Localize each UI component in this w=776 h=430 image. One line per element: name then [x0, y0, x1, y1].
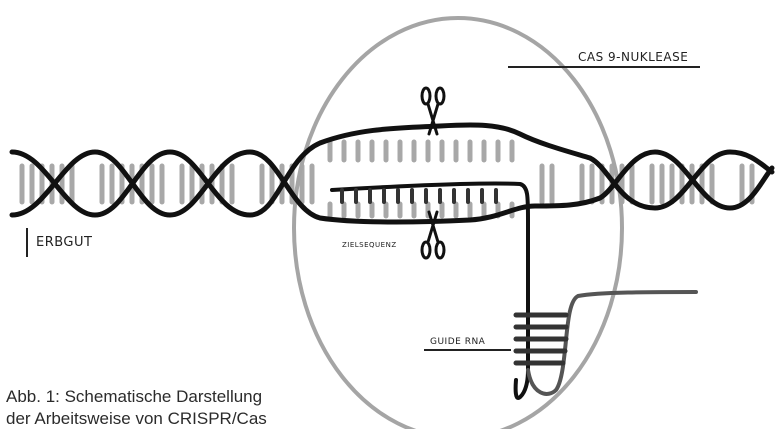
- label-guide-rna: GUIDE RNA: [430, 337, 486, 347]
- guide-rna-rungs: [516, 315, 566, 363]
- label-erbgut: ERBGUT: [36, 235, 92, 250]
- cas9-enzyme-outline: [294, 18, 622, 429]
- label-cas9-nuklease: CAS 9-NUKLEASE: [578, 50, 688, 64]
- caption-line-2: der Arbeitsweise von CRISPR/Cas: [6, 408, 306, 430]
- dna-helix: [12, 125, 772, 222]
- figure-caption: Abb. 1: Schematische Darstellung der Arb…: [6, 386, 306, 430]
- label-zielsequenz: ZIELSEQUENZ: [342, 241, 397, 249]
- dna-strand-a: [12, 125, 772, 215]
- target-sequence-pairs: [342, 190, 496, 202]
- guide-rna-hairpin: [528, 292, 696, 394]
- caption-line-1: Abb. 1: Schematische Darstellung: [6, 386, 306, 408]
